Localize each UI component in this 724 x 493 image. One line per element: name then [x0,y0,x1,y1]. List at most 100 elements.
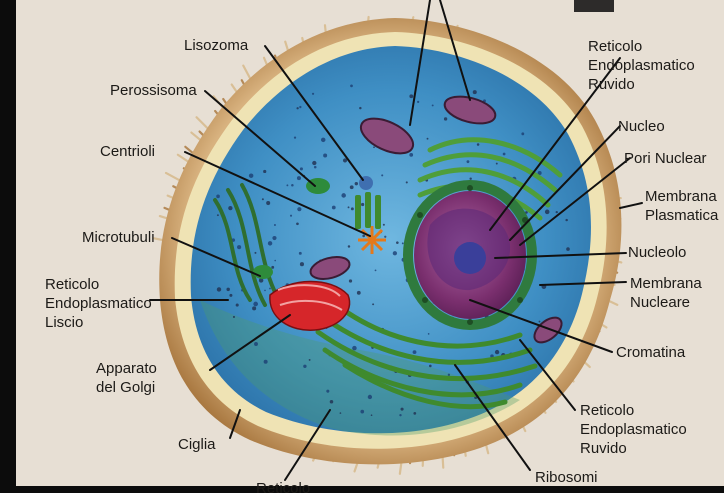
label-ciglia: Ciglia [178,435,216,454]
ribosome-dot [417,101,419,103]
ribosome-dot [409,94,413,98]
ribosome-dot [566,247,570,251]
ribosome-dot [521,132,524,135]
ribosome-dot [323,153,327,157]
ribosome-dot [312,161,316,165]
ribosome-dot [309,359,311,361]
ribosome-dot [399,414,401,416]
ribosome-dot [432,104,434,106]
ribosome-dot [330,400,334,404]
ribosome-dot [262,198,264,200]
ribosome-dot [375,269,377,271]
ribosome-dot [299,106,301,108]
centrosome-tubes [355,192,381,229]
ribosome-dot [266,201,270,205]
ribosome-dot [340,412,342,414]
ribosome-dot [473,90,477,94]
ribosome-dot [545,210,550,215]
ribosome-dot [402,242,404,244]
ribosome-dot [264,290,266,292]
ribosome-dot [355,182,358,185]
ribosome-dot [271,266,274,269]
ribosome-dot [229,294,232,297]
ribosome-dot [236,304,239,307]
ribosome-dot [381,174,383,176]
ribosome-dot [348,206,350,208]
ribosome-dot [264,360,268,364]
ribosome-dot [299,252,302,255]
ribosome-dot [467,160,470,163]
ribosome-dot [290,215,292,217]
ribosome-dot [341,193,346,198]
ribosome-dot [360,410,364,414]
ribosome-dot [448,374,450,376]
ribosome-dot [469,177,471,179]
ribosome-dot [269,288,271,290]
dark-left-edge [0,0,16,493]
ribosome-dot [383,224,385,226]
ribosome-dot [300,262,304,266]
ribosome-dot [496,163,498,165]
ribosome-dot [237,245,241,249]
ribosome-dot [286,184,288,186]
ribosome-dot [477,143,480,146]
label-nucleolo: Nucleolo [628,243,686,262]
ribosome-dot [371,414,373,416]
ribosome-dot [429,365,432,368]
ribosome-dot [321,138,326,143]
dark-bottom-edge [0,486,724,493]
ribosome-dot [296,222,299,225]
ribosome-dot [274,260,276,262]
ribosome-dot [357,291,361,295]
ribosome-dot [216,195,220,199]
ribosome-dot [294,137,296,139]
ribosome-dot [228,206,232,210]
ribosome-dot [428,333,430,335]
ribosome-dot [348,245,350,247]
ribosome-dot [384,236,386,238]
label-perossisoma: Perossisoma [110,81,197,100]
ribosome-dot [409,153,413,157]
ribosome-dot [373,146,375,148]
ribosome-dot [274,224,276,226]
ribosome-dot [565,219,567,221]
ribosome-dot [254,342,258,346]
label-ribosomi: Ribosomi [535,468,598,487]
label-reticolo-endoplasmatico-ruvido-top: Reticolo Endoplasmatico Ruvido [588,37,695,94]
ribosome-dot [413,350,417,354]
ribosome-dot [300,167,303,170]
ribosome-dot [350,185,354,189]
label-reticolo-bottom: Reticolo [256,479,310,493]
ribosome-dot [314,166,317,169]
nucleus [408,185,532,325]
ribosome-dot [217,287,221,291]
ribosome-dot [362,235,365,238]
ribosome-dot [350,85,353,88]
label-cromatina: Cromatina [616,343,685,362]
ribosome-dot [332,206,336,210]
label-reticolo-endoplasmatico-liscio: Reticolo Endoplasmatico Liscio [45,275,152,332]
label-reticolo-endoplasmatico-ruvido-bottom: Reticolo Endoplasmatico Ruvido [580,401,687,458]
ribosome-dot [303,365,306,368]
ribosome-dot [539,321,541,323]
ribosome-dot [268,241,272,245]
ribosome-dot [406,181,408,183]
ribosome-dot [252,306,256,310]
ribosome-dot [296,107,298,109]
ribosome-dot [393,251,397,255]
ribosome-dot [359,107,361,109]
ribosome-dot [254,252,256,254]
label-centrioli: Centrioli [100,142,155,161]
ribosome-dot [263,170,266,173]
top-caption-fragment [574,0,614,12]
ribosome-dot [361,203,364,206]
label-apparato-golgi: Apparato del Golgi [96,359,157,397]
ribosome-dot [272,236,276,240]
ribosome-dot [413,412,416,415]
ribosome-dot [217,214,219,216]
ribosome-dot [372,303,374,305]
ribosome-dot [351,207,354,210]
ribosome-dot [291,184,294,187]
ribosome-dot [427,138,429,140]
